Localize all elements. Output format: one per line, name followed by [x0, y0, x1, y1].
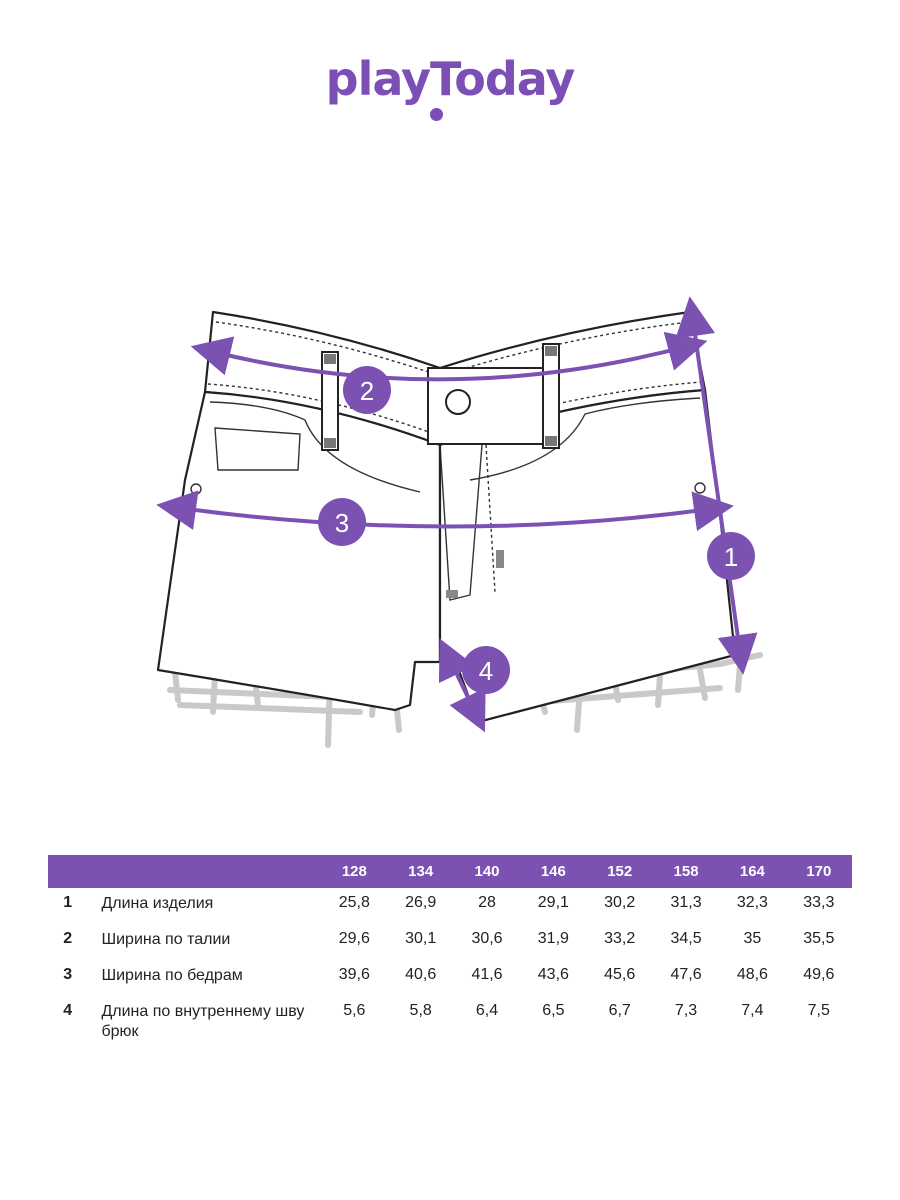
size-header: 140: [453, 855, 521, 888]
cell-value: 35: [743, 930, 762, 947]
cell-value: 30,1: [405, 930, 437, 947]
size-header: 134: [387, 855, 454, 888]
cell-value: 6,5: [542, 1002, 565, 1019]
cell-value: 29,1: [537, 894, 569, 911]
marker-4: 4: [462, 646, 510, 694]
cell-value: 26,9: [405, 894, 437, 911]
row-number: 1: [63, 894, 73, 911]
cell-value: 34,5: [670, 930, 702, 947]
row-number: 2: [63, 930, 73, 947]
inseam-arrow: [438, 638, 486, 733]
cell-value: 5,8: [409, 1002, 432, 1019]
row-label: Ширина по бедрам: [101, 967, 243, 984]
cell-value: 43,6: [537, 966, 569, 983]
cell-value: 47,6: [670, 966, 702, 983]
hips-arrow: [156, 490, 734, 532]
cell-value: 45,6: [604, 966, 636, 983]
cell-value: 29,6: [338, 930, 370, 947]
table-row: 3 Ширина по бедрам 39,6 40,6 41,6 43,6 4…: [48, 960, 852, 996]
cell-value: 32,3: [736, 894, 768, 911]
size-header: 164: [719, 855, 786, 888]
brand-logo: playToday: [325, 52, 576, 106]
svg-text:3: 3: [335, 508, 349, 538]
size-header: 128: [321, 855, 388, 888]
marker-2: 2: [343, 366, 391, 414]
cell-value: 33,2: [604, 930, 636, 947]
cell-value: 31,9: [537, 930, 569, 947]
size-table: 128 134 140 146 152 158 164 170 1 Длина …: [48, 855, 852, 1042]
cell-value: 33,3: [803, 894, 835, 911]
size-header: 152: [586, 855, 653, 888]
cell-value: 30,6: [471, 930, 503, 947]
cell-value: 7,4: [741, 1002, 764, 1019]
cell-value: 30,2: [604, 894, 636, 911]
table-row: 2 Ширина по талии 29,6 30,1 30,6 31,9 33…: [48, 924, 852, 960]
cell-value: 39,6: [338, 966, 370, 983]
marker-1: 1: [707, 532, 755, 580]
table-row: 1 Длина изделия 25,8 26,9 28 29,1 30,2 3…: [48, 888, 852, 924]
cell-value: 31,3: [670, 894, 702, 911]
waist-arrow: [190, 331, 708, 382]
header-empty: [48, 855, 88, 888]
row-label: Ширина по талии: [101, 931, 231, 948]
svg-text:4: 4: [479, 656, 493, 686]
row-number: 4: [63, 1002, 73, 1019]
cell-value: 7,3: [674, 1002, 698, 1019]
row-label: Длина по внутреннему шву брюк: [101, 1003, 305, 1040]
cell-value: 48,6: [736, 966, 768, 983]
table-row: 4 Длина по внутреннему шву брюк 5,6 5,8 …: [48, 996, 852, 1042]
logo-dot: [430, 108, 443, 121]
svg-text:2: 2: [360, 376, 374, 406]
cell-value: 6,7: [608, 1002, 631, 1019]
size-header: 170: [785, 855, 852, 888]
header-empty: [87, 855, 322, 888]
length-arrow: [675, 296, 758, 675]
cell-value: 7,5: [807, 1002, 830, 1019]
size-header: 146: [520, 855, 587, 888]
marker-3: 3: [318, 498, 366, 546]
cell-value: 35,5: [803, 930, 835, 947]
cell-value: 40,6: [405, 966, 437, 983]
measure-arrows: [156, 296, 758, 733]
cell-value: 25,8: [338, 894, 370, 911]
shorts-diagram: 2 3 1 4: [156, 296, 763, 748]
cell-value: 41,6: [471, 966, 503, 983]
cell-value: 5,6: [343, 1002, 366, 1019]
size-header-row: 128 134 140 146 152 158 164 170: [48, 855, 852, 888]
row-number: 3: [63, 966, 73, 983]
svg-text:1: 1: [724, 542, 738, 572]
cell-value: 49,6: [803, 966, 835, 983]
cell-value: 6,4: [475, 1002, 499, 1019]
measure-markers: 2 3 1 4: [318, 366, 755, 694]
row-label: Длина изделия: [101, 895, 214, 912]
cell-value: 28: [478, 894, 496, 911]
size-header: 158: [652, 855, 720, 888]
